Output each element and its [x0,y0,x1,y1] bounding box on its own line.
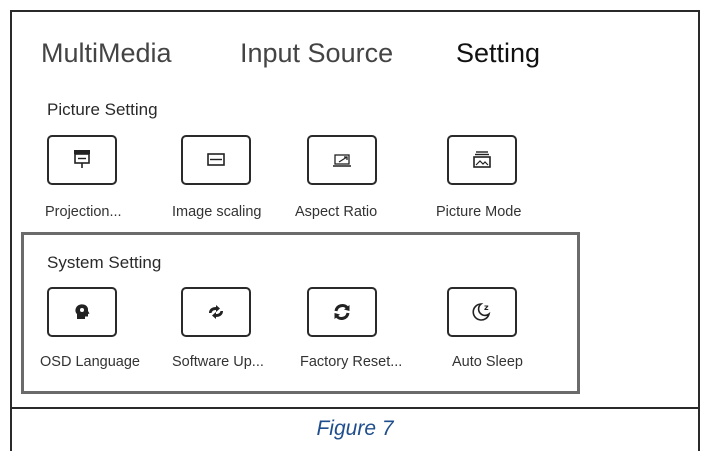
image-scaling-button[interactable] [181,135,251,185]
software-update-button[interactable] [181,287,251,337]
aspect-ratio-label: Aspect Ratio [295,204,378,220]
software-update-label: Software Up... [172,354,264,370]
image-scaling-label: Image scaling [172,204,262,220]
system-setting-title: System Setting [47,253,162,272]
figure-caption: Figure 7 [316,417,394,440]
settings-panel [10,10,700,409]
factory-reset-button[interactable] [307,287,377,337]
osd-language-label: OSD Language [40,354,140,370]
picture-mode-label: Picture Mode [436,204,522,220]
image-scaling-icon [207,153,225,166]
aspect-ratio-button[interactable] [307,135,377,185]
figure-caption-bar: Figure 7 [10,409,700,451]
system-setting-highlight [21,232,580,394]
svg-text:z: z [484,303,489,312]
language-head-icon [75,304,90,319]
aspect-ratio-icon [333,154,351,167]
picture-mode-icon [473,151,491,168]
auto-sleep-moon-icon: z [472,303,491,321]
osd-language-button[interactable] [47,287,117,337]
factory-reset-icon [334,304,350,320]
factory-reset-label: Factory Reset... [300,354,403,370]
auto-sleep-label: Auto Sleep [452,354,523,370]
projection-icon [74,150,90,168]
tab-setting[interactable]: Setting [456,38,541,68]
projection-label: Projection... [45,204,122,220]
picture-setting-title: Picture Setting [47,100,158,119]
auto-sleep-button[interactable]: z [447,287,517,337]
tab-input-source[interactable]: Input Source [240,38,394,68]
projection-button[interactable] [47,135,117,185]
software-update-icon [209,305,223,319]
picture-mode-button[interactable] [447,135,517,185]
tab-multimedia[interactable]: MultiMedia [41,38,172,68]
